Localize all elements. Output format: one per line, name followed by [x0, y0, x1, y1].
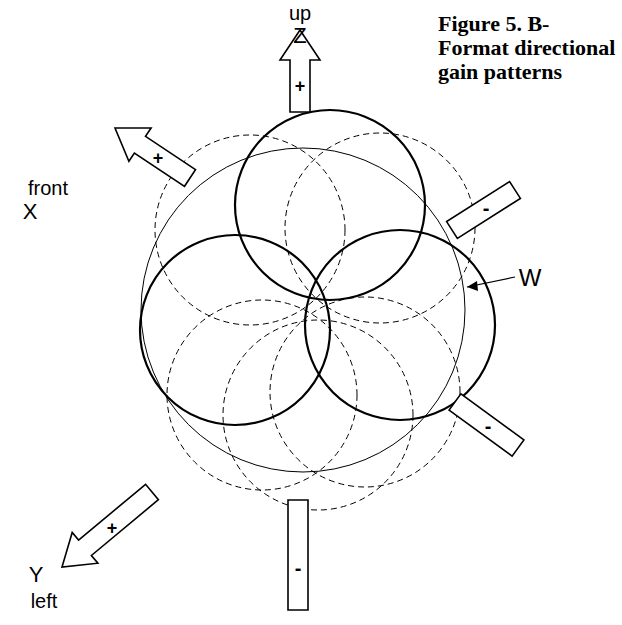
rear-lobe: [167, 300, 357, 490]
polarity-sign: +: [107, 519, 118, 537]
pattern-name: W: [519, 266, 542, 290]
z-lobe: [235, 110, 425, 300]
axis-name: X: [23, 201, 38, 223]
rear-lobe: [223, 320, 413, 510]
positive-axis-arrow: [115, 128, 196, 186]
x-lobe: [305, 230, 495, 420]
polarity-sign: -: [485, 416, 492, 436]
omni-pattern: [141, 148, 465, 472]
negative-axis-bar: [447, 182, 521, 239]
axis-name: Y: [29, 564, 44, 586]
axis-name: Z: [293, 25, 306, 47]
negative-axis-bar: [449, 394, 524, 456]
axis-direction: left: [31, 591, 58, 611]
polarity-sign: -: [295, 558, 302, 578]
figure-caption: Figure 5. B-Format directional gain patt…: [438, 12, 616, 85]
axis-direction: front: [28, 178, 68, 198]
rear-lobe: [270, 297, 460, 487]
polarity-sign: +: [153, 149, 164, 167]
y-lobe: [140, 235, 330, 425]
negative-axis-bar: [288, 500, 308, 610]
polarity-sign: +: [295, 77, 306, 95]
rear-lobe: [285, 133, 475, 323]
positive-axis-arrow: [62, 484, 158, 567]
leader-head: [467, 281, 478, 291]
polarity-sign: -: [483, 198, 490, 218]
axis-direction: up: [289, 3, 311, 23]
